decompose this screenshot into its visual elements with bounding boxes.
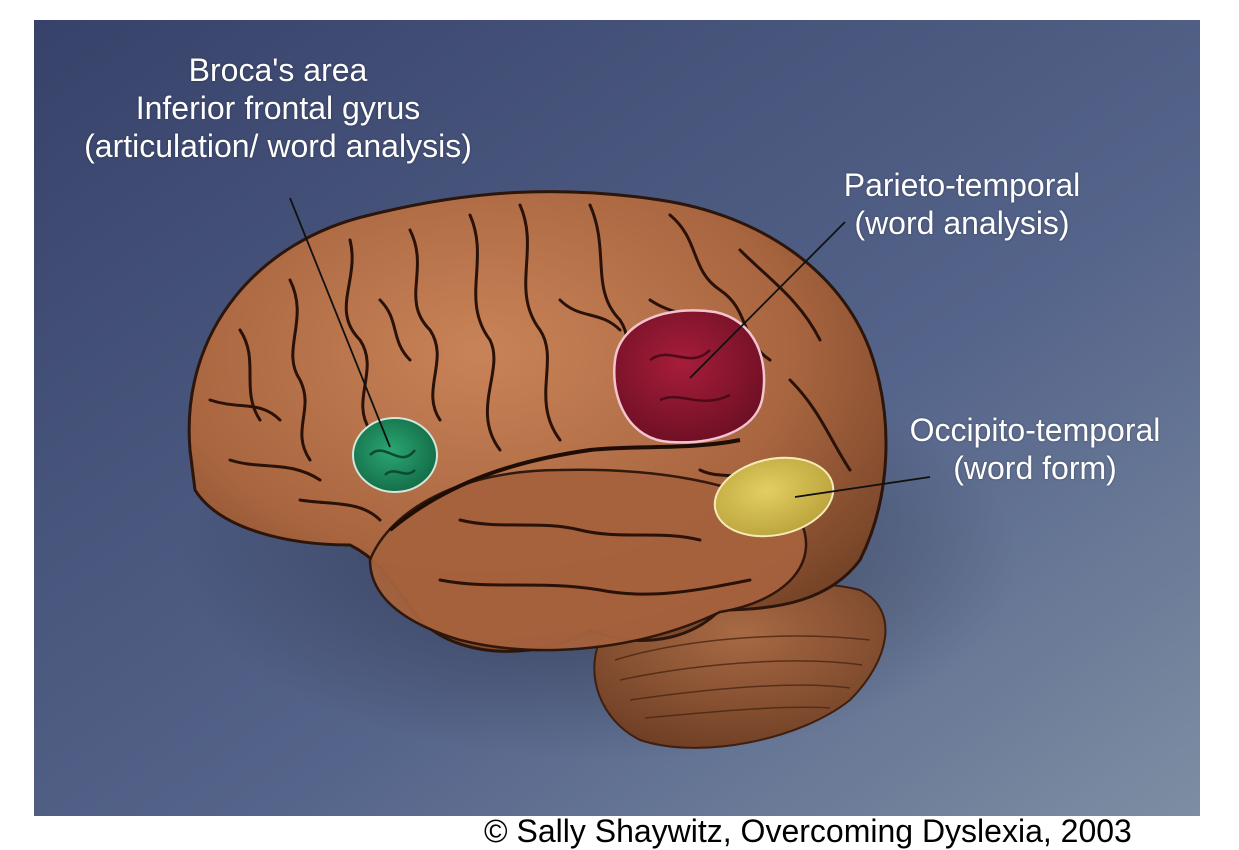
broca-label-line3: (articulation/ word analysis): [48, 127, 508, 165]
occipito-temporal-label-line2: (word form): [880, 449, 1190, 487]
broca-label: Broca's area Inferior frontal gyrus (art…: [48, 51, 508, 165]
parieto-temporal-label-line2: (word analysis): [812, 204, 1112, 242]
occipito-temporal-label-line1: Occipito-temporal: [880, 411, 1190, 449]
copyright-credit: © Sally Shaywitz, Overcoming Dyslexia, 2…: [484, 812, 1132, 850]
broca-label-line2: Inferior frontal gyrus: [48, 89, 508, 127]
parieto-temporal-region: [614, 310, 764, 442]
broca-label-line1: Broca's area: [48, 51, 508, 89]
parieto-temporal-label: Parieto-temporal (word analysis): [812, 166, 1112, 242]
parieto-temporal-label-line1: Parieto-temporal: [812, 166, 1112, 204]
occipito-temporal-label: Occipito-temporal (word form): [880, 411, 1190, 487]
